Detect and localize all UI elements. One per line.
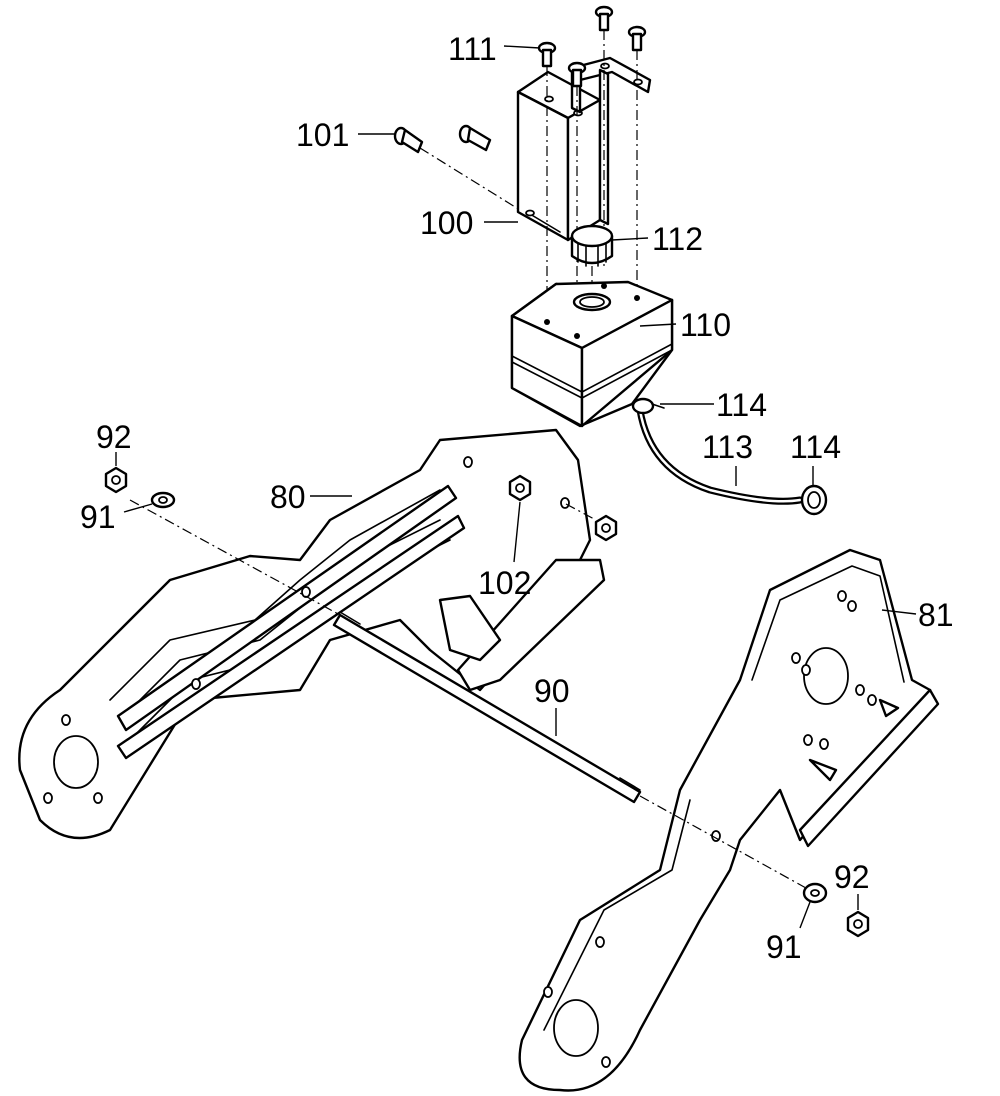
part-80-left-side-bracket <box>18 428 606 840</box>
screw-111-c <box>627 25 647 300</box>
part-number-labels: 111 101 100 112 110 114 113 114 92 91 80… <box>80 31 954 965</box>
bolt-101-b <box>458 124 492 152</box>
part-tank-strap <box>570 56 652 226</box>
part-110-fuel-tank <box>510 280 674 428</box>
part-91-washer-right <box>802 882 828 904</box>
bolt-101-a <box>393 126 521 211</box>
label-81: 81 <box>918 597 954 633</box>
label-112: 112 <box>652 221 703 257</box>
label-114-a: 114 <box>716 387 767 423</box>
part-81-right-side-bracket <box>518 548 940 1092</box>
part-102-nut-a <box>508 474 532 502</box>
label-90: 90 <box>534 673 570 709</box>
label-91-left: 91 <box>80 499 116 535</box>
part-92-nut-right <box>846 910 870 938</box>
part-91-washer-left <box>150 491 176 509</box>
label-101: 101 <box>296 117 349 153</box>
label-111: 111 <box>448 31 497 67</box>
part-114-hose-clamp-b <box>800 484 828 516</box>
label-110: 110 <box>680 307 731 343</box>
part-111-screws <box>537 5 647 340</box>
part-90-cross-rod <box>129 499 816 894</box>
leader-lines <box>115 45 917 929</box>
part-102-nut-b <box>565 503 618 542</box>
label-113: 113 <box>702 429 753 465</box>
part-113-fuel-line <box>636 406 804 505</box>
part-92-nut-left <box>104 466 128 494</box>
part-101-bolts <box>393 124 521 211</box>
label-92-right: 92 <box>834 859 870 895</box>
label-92-left: 92 <box>96 419 132 455</box>
label-91-right: 91 <box>766 929 802 965</box>
part-100-tank-bracket <box>516 70 602 242</box>
label-102: 102 <box>478 565 531 601</box>
label-100: 100 <box>420 205 473 241</box>
label-114-b: 114 <box>790 429 841 465</box>
label-80: 80 <box>270 479 306 515</box>
screw-111-d <box>567 61 587 340</box>
part-114-hose-clamp-a <box>631 397 665 415</box>
part-112-fuel-cap <box>570 224 614 300</box>
